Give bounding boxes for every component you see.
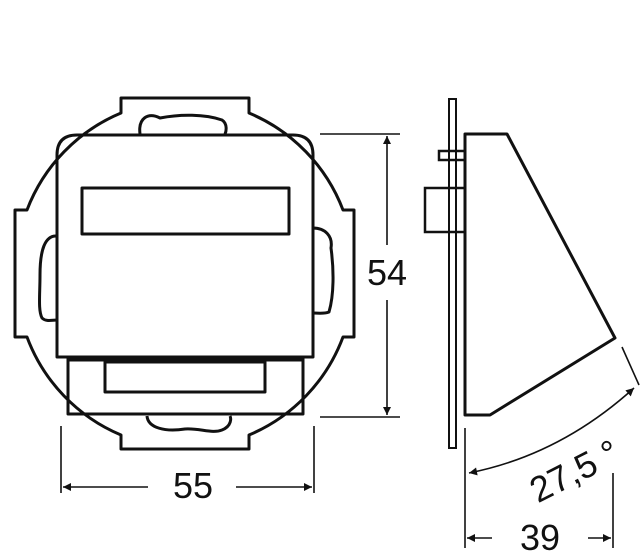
side-view: [423, 98, 617, 449]
clip-left: [38, 234, 58, 322]
bottom-insert: [66, 356, 305, 416]
width-dimension: 55: [60, 426, 315, 506]
angle-label: 27,5 °: [523, 431, 626, 510]
side-body: [463, 132, 617, 417]
depth-label: 39: [520, 517, 560, 553]
height-dimension: 54: [320, 133, 407, 418]
height-label: 54: [367, 252, 407, 293]
label-window: [80, 186, 291, 236]
side-box: [423, 186, 467, 234]
cover-frame: [55, 133, 315, 359]
insert-window: [103, 360, 267, 394]
width-label: 55: [173, 465, 213, 506]
side-tab: [437, 149, 467, 162]
clip-top: [138, 113, 228, 135]
clip-right: [312, 226, 335, 315]
front-view: [13, 96, 356, 451]
depth-dimension: 39: [467, 473, 614, 553]
mounting-plate-outline: [13, 96, 356, 451]
clip-bottom: [145, 415, 233, 433]
side-plate: [448, 98, 457, 449]
